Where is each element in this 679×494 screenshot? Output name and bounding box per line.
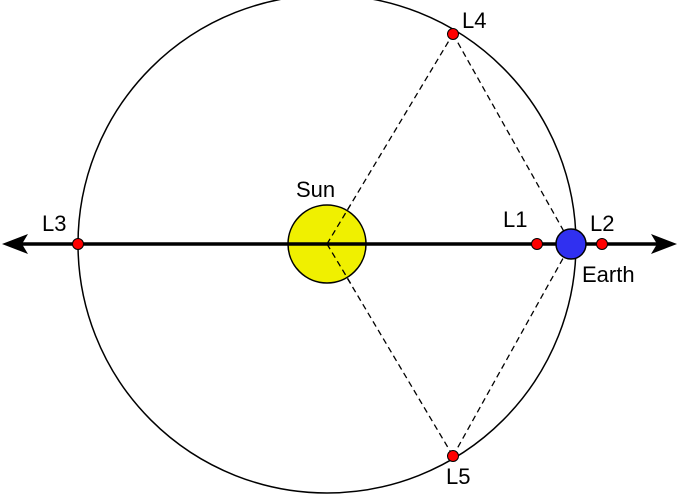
l4-point [447, 28, 459, 40]
l2-point [596, 238, 608, 250]
l1-label: L1 [503, 207, 527, 232]
dashed-line-l5-earth [452, 243, 572, 457]
l5-point [447, 450, 459, 462]
dashed-line-sun-l4-overlay [326, 203, 352, 245]
l4-label: L4 [462, 8, 486, 33]
right-arrowhead [651, 234, 677, 254]
l5-label: L5 [446, 464, 470, 489]
earth [555, 228, 587, 260]
earth-label: Earth [582, 262, 635, 287]
l1-point [531, 238, 543, 250]
dashed-line-sun-l5-overlay [326, 243, 352, 285]
left-arrowhead [2, 234, 28, 254]
l3-label: L3 [42, 211, 66, 236]
dashed-line-l4-earth [452, 33, 572, 245]
l2-label: L2 [590, 211, 614, 236]
l3-point [72, 238, 84, 250]
sun-label: Sun [296, 177, 335, 202]
